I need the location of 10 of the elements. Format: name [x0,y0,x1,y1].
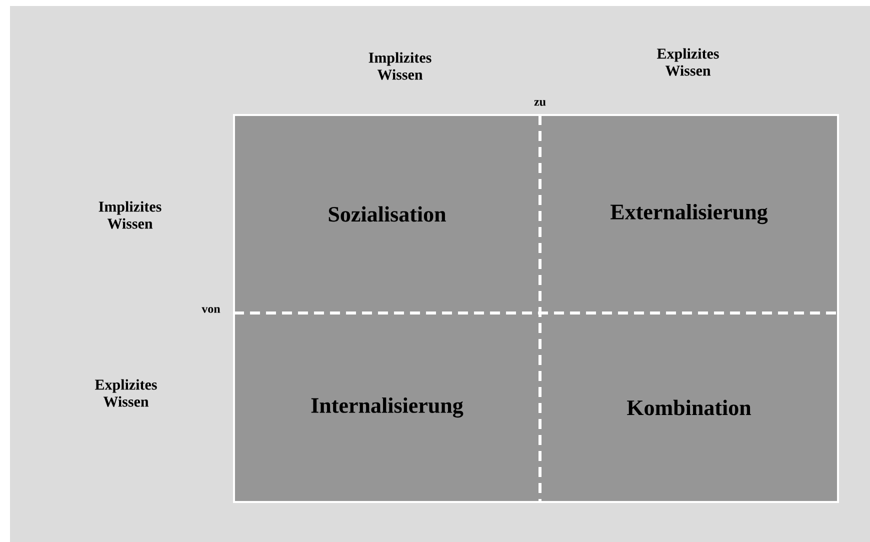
axis-label: von [202,307,220,313]
axis-label: Explizites Wissen [95,379,157,407]
quadrant-box: Externalisierung [540,115,838,313]
axis-label: Explizites Wissen [657,48,719,76]
axis-label: zu [534,100,546,106]
axis-label: Implizites Wissen [368,52,432,80]
quadrant-box: Internalisierung [234,313,540,502]
quadrant-box: Kombination [540,313,838,502]
quadrant-box: Sozialisation [234,115,540,313]
axis-label: Implizites Wissen [98,201,162,229]
